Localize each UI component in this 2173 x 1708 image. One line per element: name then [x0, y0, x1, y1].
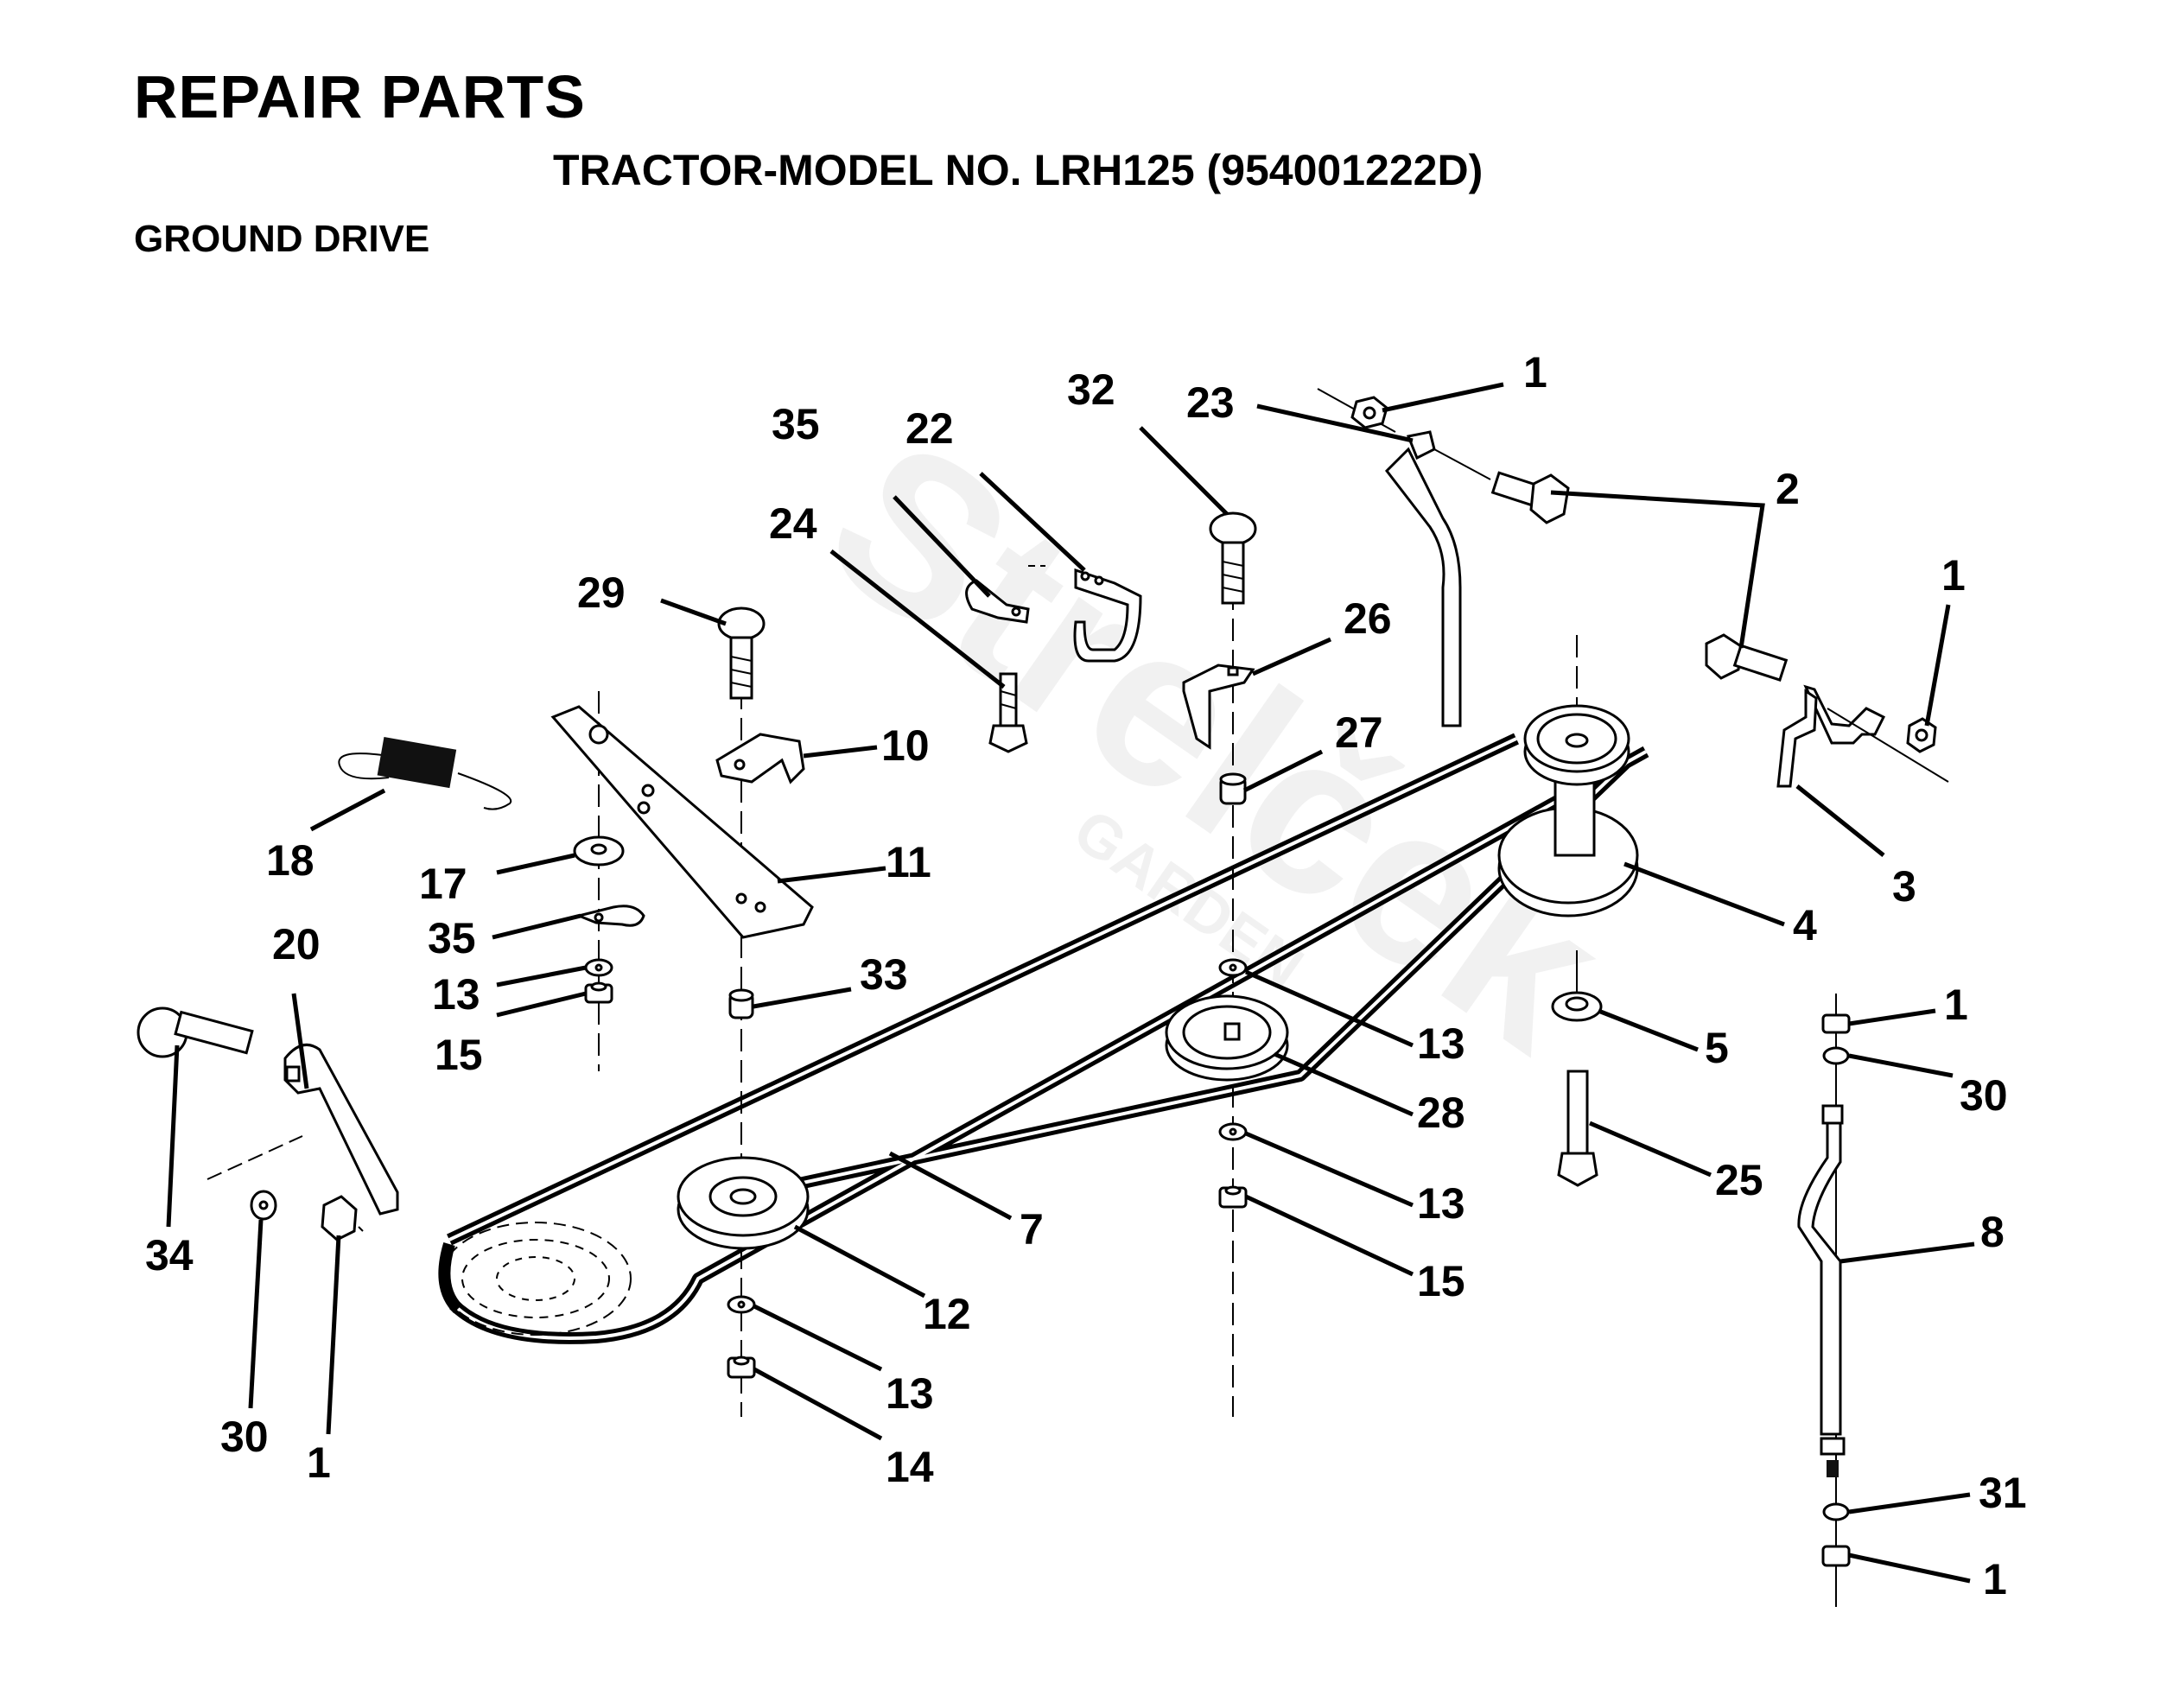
callout-1: 1 — [1523, 348, 1547, 397]
part-bracket-26 — [1182, 664, 1255, 750]
callout-30: 30 — [220, 1413, 269, 1461]
part-nut-15-left — [584, 981, 613, 1004]
callout-35: 35 — [428, 914, 476, 962]
callout-27: 27 — [1335, 708, 1383, 757]
callout-8: 8 — [1980, 1208, 2005, 1256]
callout-10: 10 — [881, 721, 930, 770]
callout-1: 1 — [1941, 551, 1966, 600]
part-washer-13-center — [1218, 958, 1248, 977]
callout-32: 32 — [1067, 365, 1115, 414]
part-nut-1-right-top — [1821, 1013, 1851, 1034]
callout-18: 18 — [266, 836, 315, 885]
callout-30: 30 — [1960, 1071, 2008, 1120]
leader-lines — [166, 382, 1975, 1584]
callout-7: 7 — [1020, 1205, 1044, 1254]
callout-3: 3 — [1892, 862, 1916, 911]
part-bracket-20 — [206, 1043, 399, 1216]
callout-15: 15 — [1417, 1257, 1465, 1305]
part-bolt-29 — [717, 606, 766, 700]
part-spring-18 — [338, 737, 512, 810]
part-nut-1-top — [1317, 388, 1396, 433]
transmission-pulley — [438, 1222, 632, 1336]
callout-17: 17 — [419, 860, 467, 908]
part-washer-30-right — [1822, 1046, 1850, 1065]
callout-25: 25 — [1715, 1156, 1763, 1204]
callout-14: 14 — [886, 1443, 934, 1491]
model-number: TRACTOR-MODEL NO. LRH125 (954001222D) — [553, 146, 1484, 194]
callout-1: 1 — [1983, 1555, 2007, 1603]
callout-1: 1 — [1944, 981, 1968, 1029]
part-spacer-27 — [1219, 772, 1247, 805]
callout-13: 13 — [1417, 1179, 1465, 1228]
callout-13: 13 — [432, 970, 480, 1019]
part-nut-1-left — [321, 1195, 364, 1241]
part-washer-30-left — [250, 1190, 277, 1221]
callout-11: 11 — [886, 838, 931, 886]
callout-29: 29 — [577, 568, 626, 617]
part-nut-14 — [727, 1356, 756, 1379]
part-washer-13-bottom — [727, 1295, 756, 1314]
part-bracket-22 — [1028, 565, 1142, 663]
part-bolt-2-right — [1705, 633, 1789, 682]
callout-34: 34 — [145, 1231, 194, 1279]
callout-22: 22 — [905, 404, 954, 453]
part-bracket-10 — [715, 733, 805, 784]
callout-4: 4 — [1793, 901, 1817, 949]
callout-13: 13 — [1417, 1019, 1465, 1068]
part-washer-13-center-lower — [1218, 1122, 1248, 1141]
callout-5: 5 — [1705, 1024, 1729, 1072]
callout-26: 26 — [1344, 594, 1392, 643]
part-pulley-4 — [1497, 704, 1639, 917]
page-title: REPAIR PARTS — [134, 63, 586, 130]
part-washer-13-left — [584, 958, 613, 977]
callout-12: 12 — [923, 1290, 971, 1338]
callout-24: 24 — [769, 499, 817, 548]
section-title: GROUND DRIVE — [134, 218, 430, 260]
callout-labels: 1 23 32 2 1 35 22 24 29 26 10 27 3 18 11… — [145, 348, 2027, 1603]
part-washer-17 — [573, 835, 625, 867]
part-linkage-3 — [1776, 684, 1949, 788]
part-nut-1-right — [1906, 717, 1937, 753]
callout-35: 35 — [772, 400, 820, 448]
callout-20: 20 — [272, 920, 321, 968]
part-rod-23 — [1385, 430, 1462, 727]
part-washer-31 — [1822, 1502, 1850, 1521]
part-washer-5 — [1551, 991, 1603, 1022]
callout-33: 33 — [860, 950, 908, 999]
part-pulley-12 — [677, 1156, 810, 1250]
callout-28: 28 — [1417, 1089, 1465, 1137]
callout-31: 31 — [1979, 1469, 2027, 1517]
part-bolt-25 — [1557, 1070, 1598, 1187]
part-screw-24 — [988, 672, 1028, 753]
callout-1: 1 — [307, 1438, 331, 1487]
part-bolt-2-top — [1433, 448, 1570, 524]
part-nut-15-center — [1218, 1185, 1248, 1209]
part-spacer-33 — [728, 988, 754, 1019]
part-rod-8 — [1797, 1104, 1846, 1477]
callout-2: 2 — [1776, 465, 1800, 513]
callout-13: 13 — [886, 1369, 934, 1418]
part-clip-35-bottom — [575, 905, 645, 927]
callout-15: 15 — [435, 1031, 483, 1079]
part-pulley-28 — [1165, 994, 1289, 1082]
part-bolt-34 — [137, 1006, 254, 1058]
part-bolt-32 — [1209, 511, 1257, 605]
callout-23: 23 — [1186, 378, 1235, 427]
part-nut-1-right-bottom — [1821, 1545, 1851, 1567]
part-idler-arm-11 — [550, 705, 814, 939]
